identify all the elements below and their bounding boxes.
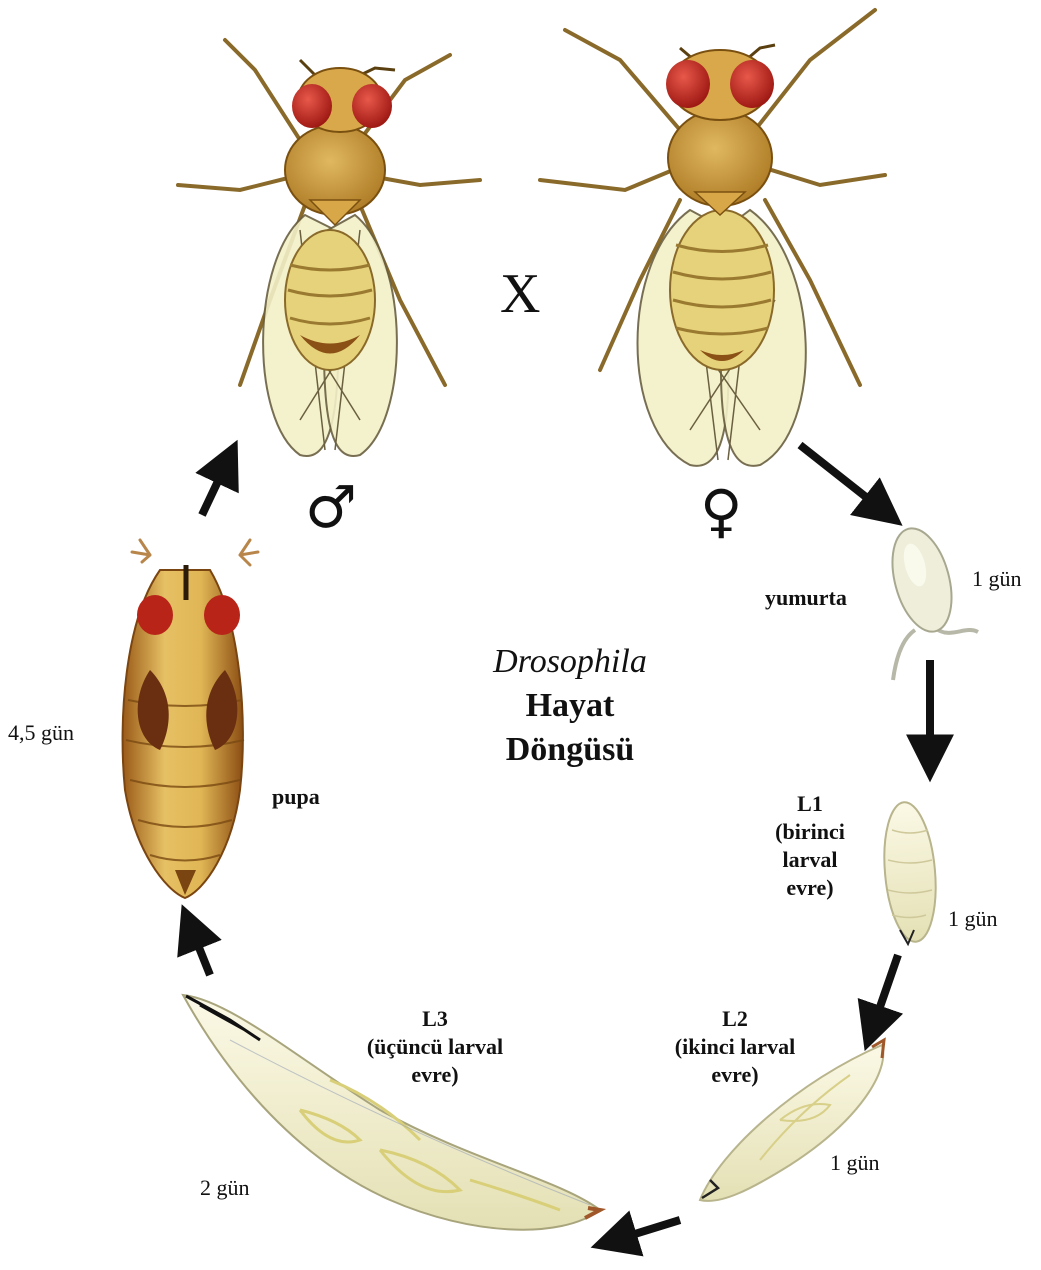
title-line-2: Hayat (455, 684, 685, 728)
l3-label: L3 (üçüncü larval evre) (330, 1005, 540, 1089)
l1-label: L1 (birinci larval evre) (755, 790, 865, 902)
egg-duration: 1 gün (972, 566, 1022, 592)
l2-duration: 1 gün (830, 1150, 880, 1176)
arrow-l3-to-pupa (190, 925, 210, 975)
egg-illustration (882, 522, 978, 680)
l2-label-code: L2 (640, 1005, 830, 1033)
egg-label: yumurta (765, 585, 847, 611)
arrow-l1-to-l2 (872, 955, 898, 1030)
pupa-illustration (123, 540, 258, 898)
l3-duration: 2 gün (200, 1175, 250, 1201)
page-title: Drosophila Hayat Döngüsü (455, 640, 685, 772)
l1-label-line-3: larval (755, 846, 865, 874)
l2-label-line-2: (ikinci larval (640, 1033, 830, 1061)
pupa-duration: 4,5 gün (8, 720, 74, 746)
l2-label-line-3: evre) (640, 1061, 830, 1089)
arrow-pupa-to-male (202, 460, 228, 515)
l1-label-line-4: evre) (755, 874, 865, 902)
l3-label-line-2: (üçüncü larval (330, 1033, 540, 1061)
male-symbol: ♂ (305, 478, 357, 536)
female-symbol: ♀ (700, 482, 742, 540)
title-genus: Drosophila (455, 640, 685, 684)
title-line-3: Döngüsü (455, 728, 685, 772)
arrow-l2-to-l3 (612, 1220, 680, 1241)
l1-larva-illustration (879, 800, 941, 944)
l3-label-code: L3 (330, 1005, 540, 1033)
l1-label-line-2: (birinci (755, 818, 865, 846)
l1-duration: 1 gün (948, 906, 998, 932)
pupa-label: pupa (272, 784, 320, 810)
l2-label: L2 (ikinci larval evre) (640, 1005, 830, 1089)
arrow-female-to-egg (800, 445, 885, 512)
male-fly-illustration (178, 40, 480, 456)
cross-symbol: X (500, 262, 540, 326)
female-fly-illustration (540, 10, 885, 466)
l1-label-code: L1 (755, 790, 865, 818)
l3-label-line-3: evre) (330, 1061, 540, 1089)
